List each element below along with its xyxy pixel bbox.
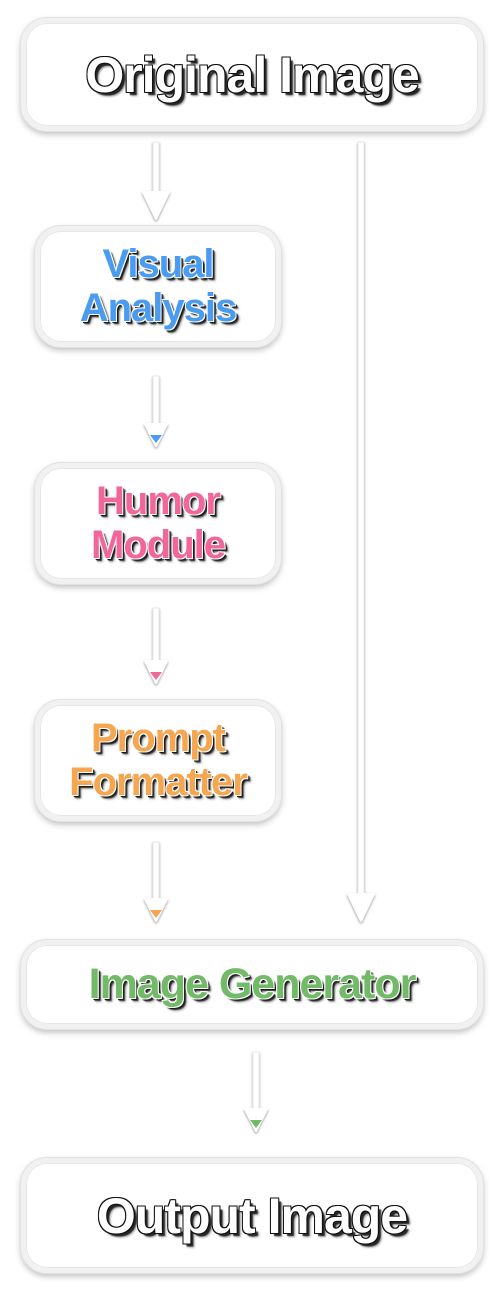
edge-prompt-formatter-to-image-generator xyxy=(144,841,168,922)
node-prompt-formatter-line2: Formatter xyxy=(69,759,248,804)
node-output-image-label: Output Image xyxy=(96,1187,408,1244)
node-visual-analysis: Visual Analysis xyxy=(35,226,281,347)
edge-head-original-image-to-visual-analysis xyxy=(142,191,170,220)
node-output-image: Output Image xyxy=(21,1158,483,1273)
node-prompt-formatter-line1: Prompt xyxy=(91,716,226,761)
edge-shaft-prompt-formatter-to-image-generator xyxy=(152,841,160,902)
edge-shaft-visual-analysis-to-humor-module xyxy=(152,375,160,427)
node-prompt-formatter: Prompt Formatter xyxy=(35,700,281,821)
edge-original-image-to-visual-analysis xyxy=(142,141,170,220)
node-image-generator: Image Generator xyxy=(21,940,483,1029)
edge-tip-humor-module-to-prompt-formatter xyxy=(150,672,162,680)
edge-shaft-image-generator-to-output-image xyxy=(252,1051,260,1112)
node-original-image-label: Original Image xyxy=(85,46,419,103)
edge-shaft-humor-module-to-prompt-formatter xyxy=(152,607,160,664)
edge-head-original-image-to-image-generator xyxy=(347,893,375,922)
node-original-image: Original Image xyxy=(21,18,483,131)
edge-original-image-to-image-generator xyxy=(347,141,375,922)
edge-tip-visual-analysis-to-humor-module xyxy=(150,435,162,443)
node-visual-analysis-line2: Analysis xyxy=(79,285,238,330)
edge-tip-image-generator-to-output-image xyxy=(250,1120,262,1128)
edge-shaft-original-image-to-image-generator xyxy=(357,141,365,897)
node-humor-module: Humor Module xyxy=(35,463,281,584)
node-humor-module-line2: Module xyxy=(91,522,226,567)
edge-shaft-original-image-to-visual-analysis xyxy=(152,141,160,195)
node-image-generator-label: Image Generator xyxy=(88,960,417,1009)
node-visual-analysis-line1: Visual xyxy=(102,242,214,287)
edge-image-generator-to-output-image xyxy=(244,1051,268,1132)
edge-visual-analysis-to-humor-module xyxy=(144,375,168,447)
edge-tip-prompt-formatter-to-image-generator xyxy=(150,910,162,918)
node-humor-module-line1: Humor xyxy=(96,479,221,524)
edge-humor-module-to-prompt-formatter xyxy=(144,607,168,684)
